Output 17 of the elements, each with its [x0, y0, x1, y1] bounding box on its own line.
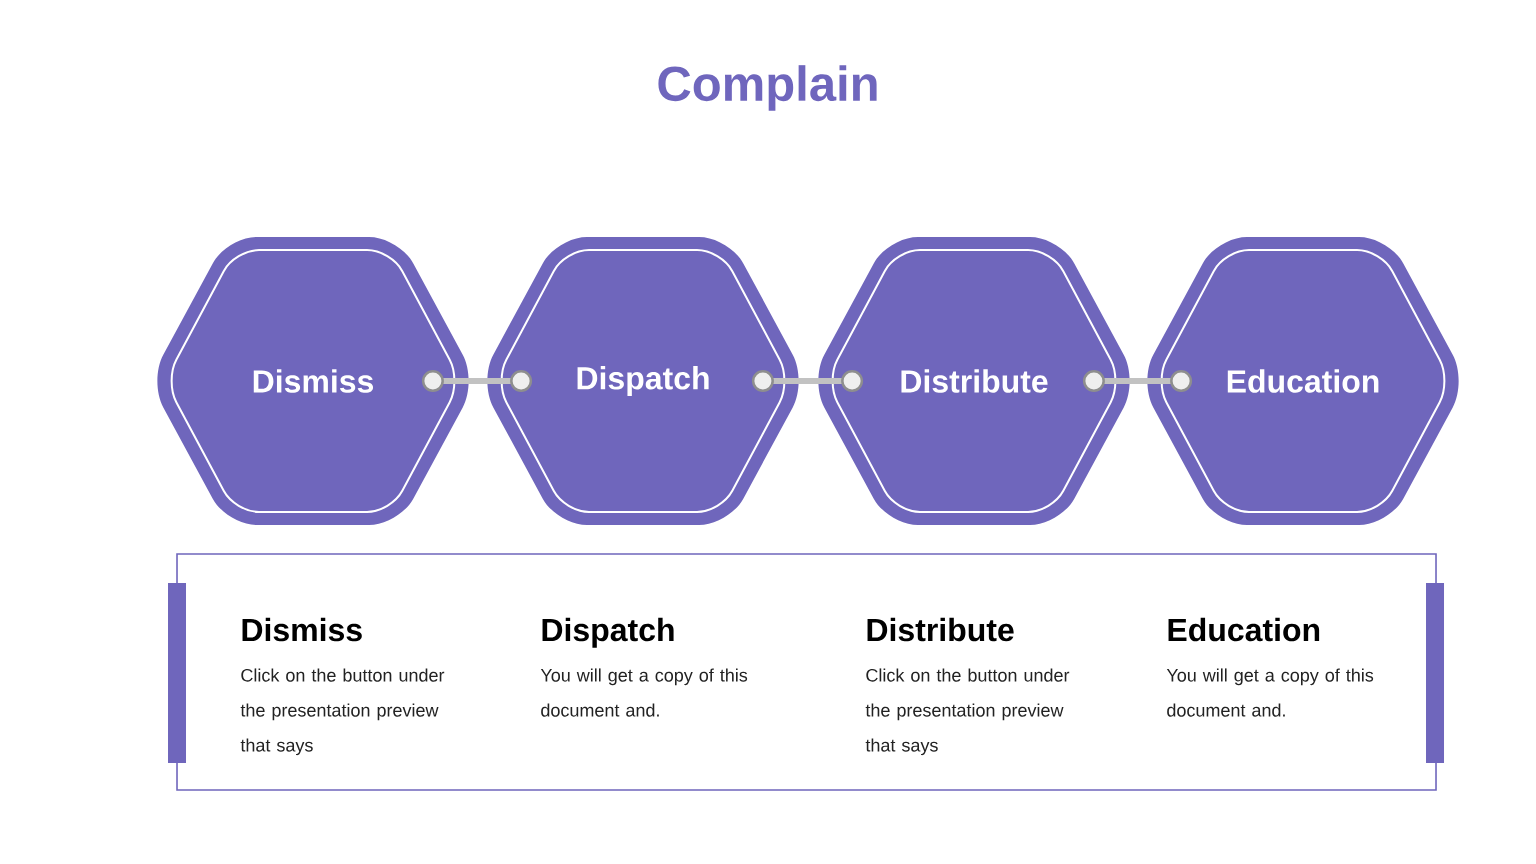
column-heading: Distribute: [867, 617, 1014, 642]
panel-box: [168, 553, 1444, 791]
connector: [421, 370, 533, 392]
connector: [1082, 370, 1193, 392]
hexagon: Dismiss: [157, 237, 469, 525]
hexagon: Dispatch: [487, 237, 799, 525]
column-heading: Dismiss: [242, 617, 362, 642]
description-text: Click on the button under the presentation preview that says: [865, 668, 1070, 756]
column-heading: Education: [1168, 617, 1320, 642]
column-heading: Dispatch: [542, 617, 674, 648]
title: Complain: [658, 65, 877, 111]
description-text: You will get a copy of this document and.: [540, 668, 748, 717]
connector: [751, 370, 864, 392]
description-text: Click on the button under the presentation preview that says: [240, 668, 445, 756]
hexagon: Education: [1147, 237, 1459, 525]
description-text: You will get a copy of this document and.: [1166, 668, 1374, 717]
hexagon: Distribute: [818, 237, 1130, 525]
